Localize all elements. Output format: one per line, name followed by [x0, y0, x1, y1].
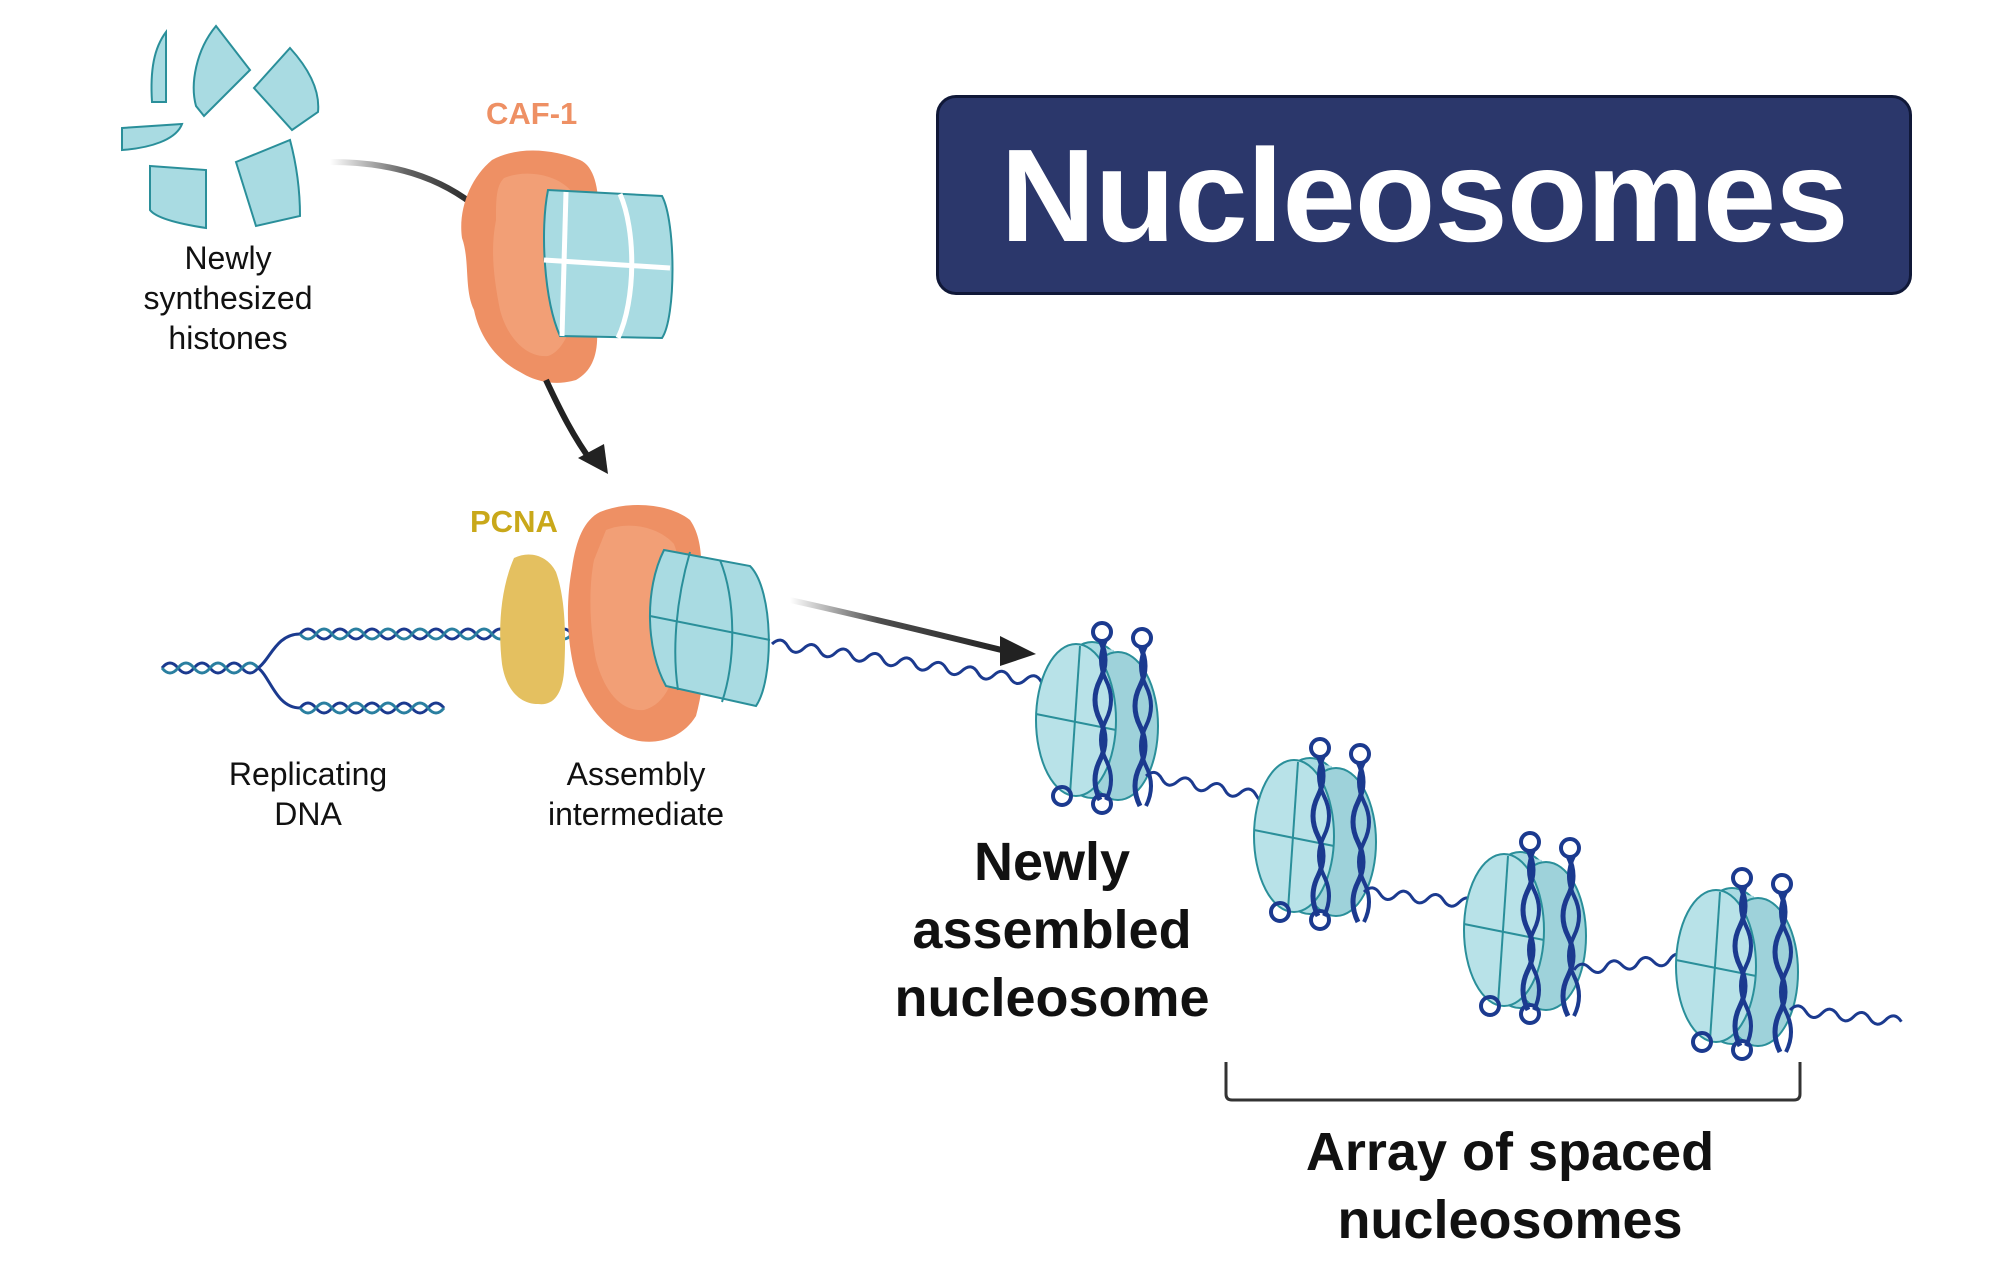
histone-fragment — [252, 46, 320, 132]
histone-fragments — [121, 24, 320, 230]
title-banner: Nucleosomes — [936, 95, 1912, 295]
label-array-spaced-nucleosomes: Array of spaced nucleosomes — [1305, 1122, 1715, 1250]
label-newly-assembled-nucleosome: Newly assembled nucleosome — [894, 832, 1210, 1028]
nucleosome-array-1 — [1254, 739, 1376, 929]
arrow-assembly-to-nucleosome — [789, 597, 1011, 655]
array-bracket — [1224, 1062, 1802, 1102]
label-replicating-dna: Replicating DNA — [228, 756, 388, 832]
histone-fragment — [149, 164, 207, 230]
page-title: Nucleosomes — [1000, 121, 1848, 269]
histone-fragment — [234, 138, 302, 228]
label-histones: Newly synthesized histones — [143, 240, 313, 356]
histone-fragment — [121, 122, 184, 152]
arrowhead-icon — [1000, 636, 1036, 666]
label-assembly-intermediate: Assembly intermediate — [547, 756, 725, 832]
label-pcna: PCNA — [470, 504, 558, 539]
linker-dna — [1788, 1004, 1903, 1026]
nucleosome-array-3 — [1676, 869, 1798, 1059]
label-caf1: CAF-1 — [486, 96, 578, 131]
nucleosome-array-2 — [1464, 833, 1586, 1023]
arrowhead-icon — [578, 444, 608, 474]
arrow-histones-to-caf1 — [329, 159, 482, 213]
histone-fragment — [192, 24, 252, 118]
histone-octamer-caf1 — [543, 188, 674, 340]
pcna-protein — [500, 554, 566, 705]
arrow-caf1-to-assembly — [543, 378, 595, 464]
linker-dna — [1145, 770, 1274, 804]
histone-octamer-assembly — [648, 548, 771, 708]
histone-fragment — [150, 28, 167, 103]
nucleosome-newly-assembled — [1036, 623, 1158, 813]
